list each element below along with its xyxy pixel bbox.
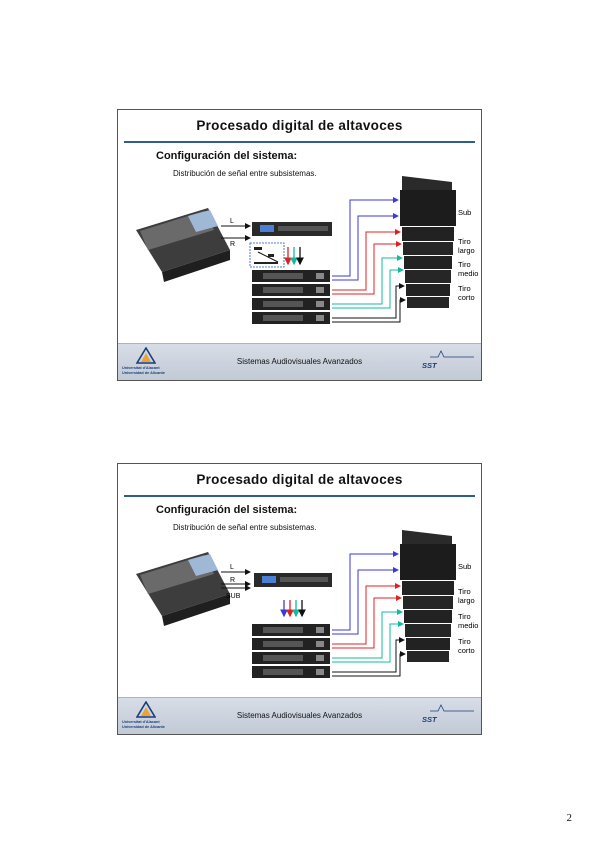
amplifier-rack bbox=[252, 624, 330, 678]
label-tiro-medio-2: medio bbox=[458, 269, 478, 278]
slide-subtitle: Configuración del sistema: bbox=[156, 504, 298, 516]
line-array bbox=[400, 176, 456, 308]
slide-title: Procesado digital de altavoces bbox=[196, 472, 403, 487]
university-logo: Universitat d'Alacant Universidad de Ali… bbox=[122, 347, 172, 377]
sst-logo: SST bbox=[422, 349, 476, 375]
university-logo-icon bbox=[136, 347, 156, 364]
label-tiro-corto-1: Tiro bbox=[458, 637, 471, 646]
label-l: L bbox=[230, 564, 234, 571]
label-sub-input: SUB bbox=[226, 593, 241, 600]
label-tiro-medio-2: medio bbox=[458, 621, 478, 630]
university-logo-icon bbox=[136, 701, 156, 718]
footer-text: Sistemas Audiovisuales Avanzados bbox=[236, 357, 363, 366]
university-name-line2: Universidad de Alicante bbox=[122, 725, 165, 729]
label-tiro-largo-1: Tiro bbox=[458, 237, 471, 246]
label-tiro-corto-2: corto bbox=[458, 293, 475, 302]
label-tiro-medio-1: Tiro bbox=[458, 260, 471, 269]
label-r: R bbox=[230, 577, 235, 584]
slide-footer: Universitat d'Alacant Universidad de Ali… bbox=[118, 343, 481, 380]
mixing-console bbox=[136, 208, 230, 282]
label-l: L bbox=[230, 218, 234, 225]
signal-diagram: L R SUB Sub Tiro largo Tiro medio Tiro c… bbox=[136, 530, 478, 678]
amplifier-rack bbox=[252, 270, 330, 324]
label-tiro-corto-1: Tiro bbox=[458, 284, 471, 293]
line-array bbox=[400, 530, 456, 662]
university-name-line1: Universitat d'Alacant bbox=[122, 720, 160, 724]
page-number: 2 bbox=[566, 812, 573, 824]
label-tiro-corto-2: corto bbox=[458, 646, 475, 655]
slide-2: L R SUB Sub Tiro largo Tiro medio Tiro c… bbox=[117, 463, 482, 735]
label-tiro-largo-1: Tiro bbox=[458, 587, 471, 596]
label-tiro-medio-1: Tiro bbox=[458, 612, 471, 621]
signal-diagram: L R Sub Tiro largo Tiro medio Tiro corto bbox=[136, 176, 478, 324]
slide-footer: Universitat d'Alacant Universidad de Ali… bbox=[118, 697, 481, 734]
label-sub: Sub bbox=[458, 208, 471, 217]
title-rule bbox=[124, 495, 475, 497]
label-r: R bbox=[230, 241, 235, 248]
slide-subtitle: Configuración del sistema: bbox=[156, 150, 298, 162]
mixing-console bbox=[136, 552, 230, 626]
label-sub: Sub bbox=[458, 562, 471, 571]
slide-caption: Distribución de señal entre subsistemas. bbox=[173, 169, 317, 178]
university-name-line1: Universitat d'Alacant bbox=[122, 366, 160, 370]
sst-logo-text: SST bbox=[422, 715, 437, 724]
university-logo: Universitat d'Alacant Universidad de Ali… bbox=[122, 701, 172, 731]
sst-wave-icon bbox=[430, 350, 474, 358]
sst-logo: SST bbox=[422, 703, 476, 729]
label-tiro-largo-2: largo bbox=[458, 596, 475, 605]
footer-text: Sistemas Audiovisuales Avanzados bbox=[236, 711, 363, 720]
label-tiro-largo-2: largo bbox=[458, 246, 475, 255]
processor-unit bbox=[252, 222, 332, 236]
title-rule bbox=[124, 141, 475, 143]
university-name-line2: Universidad de Alicante bbox=[122, 371, 165, 375]
slide-1: L R Sub Tiro largo Tiro medio Tiro corto… bbox=[117, 109, 482, 381]
slide-caption: Distribución de señal entre subsistemas. bbox=[173, 523, 317, 532]
sst-logo-text: SST bbox=[422, 361, 437, 370]
slide-title: Procesado digital de altavoces bbox=[196, 118, 403, 133]
sst-wave-icon bbox=[430, 704, 474, 712]
processor-unit bbox=[254, 573, 332, 587]
processor-inset bbox=[249, 242, 285, 268]
